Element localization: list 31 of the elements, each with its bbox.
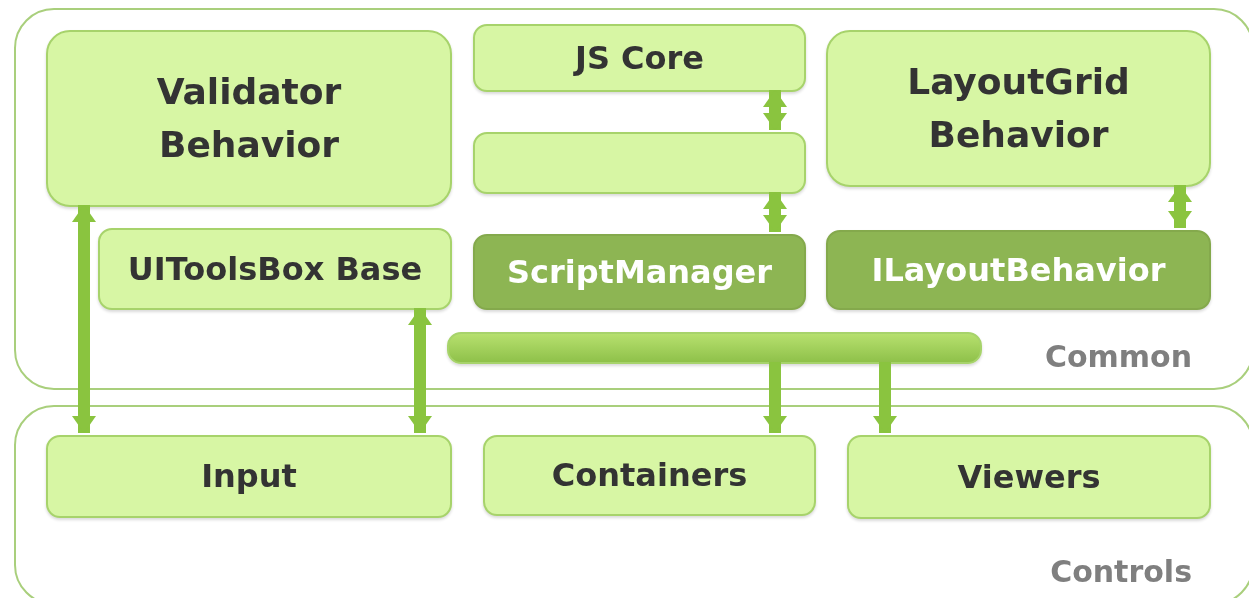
component-box — [473, 234, 806, 310]
double-arrow — [408, 308, 432, 433]
box-shape — [473, 132, 806, 194]
component-box — [46, 30, 452, 207]
component-box — [826, 230, 1211, 310]
component-box — [483, 435, 816, 516]
component-label: Containers — [551, 455, 748, 497]
component-box — [847, 435, 1211, 519]
bus-bar — [447, 332, 982, 364]
group-title: Controls — [1050, 554, 1192, 589]
component-label: Validator Behavior — [155, 70, 343, 167]
double-arrow — [72, 205, 96, 433]
component-label: UIToolsBox Base — [127, 248, 423, 290]
double-arrow — [873, 362, 897, 433]
double-arrow — [1168, 185, 1192, 228]
group-panel — [14, 405, 1249, 598]
double-arrow — [763, 192, 787, 232]
double-arrow — [763, 362, 787, 433]
component-label: Input — [201, 456, 297, 498]
group-title: Common — [1044, 339, 1192, 374]
component-box — [473, 24, 806, 92]
component-label: ScriptManager — [506, 251, 773, 293]
component-box — [46, 435, 452, 518]
component-label: ILayoutBehavior — [871, 249, 1166, 291]
component-box — [826, 30, 1211, 187]
component-box — [98, 228, 452, 310]
component-label: JS Core — [574, 37, 704, 79]
component-label: LayoutGrid Behavior — [906, 60, 1131, 157]
group-panel — [14, 8, 1249, 390]
component-label: Viewers — [957, 456, 1101, 498]
double-arrow — [763, 90, 787, 130]
